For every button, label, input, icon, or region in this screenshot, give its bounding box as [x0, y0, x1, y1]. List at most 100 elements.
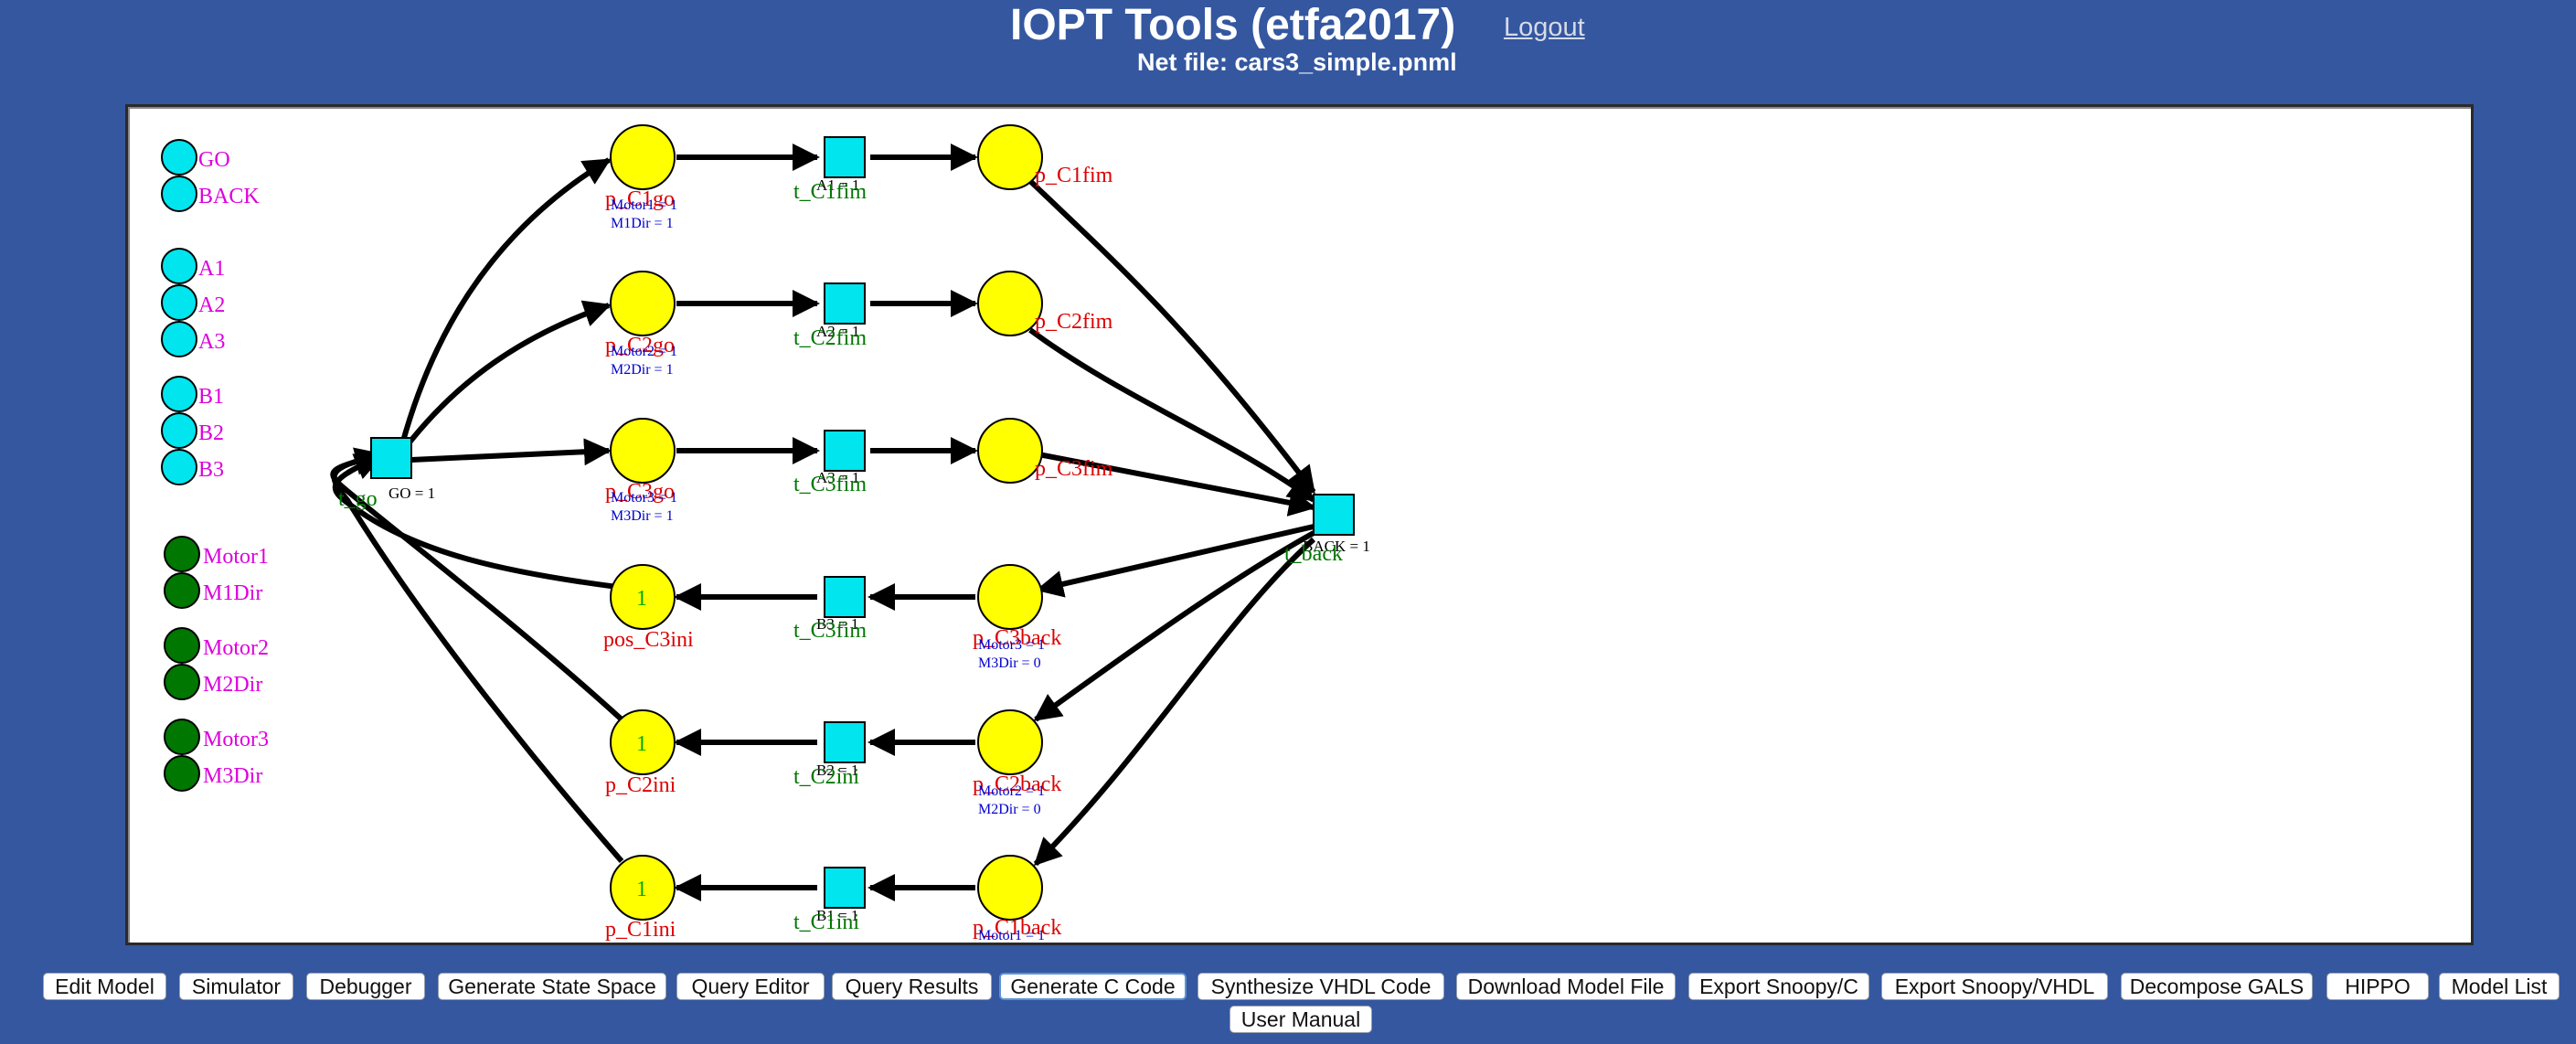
place-label: p_C3back: [973, 626, 1061, 650]
output-icon[interactable]: [164, 572, 200, 609]
place-p-c1fim[interactable]: p_C1fim: [977, 124, 1113, 190]
place-p-c2back[interactable]: p_C2back Motor2 = 1 M2Dir = 0: [973, 709, 1061, 817]
place-p-c1ini[interactable]: 1 p_C1ini: [605, 855, 676, 942]
output-icon[interactable]: [164, 536, 200, 572]
transition-label: t_go: [338, 487, 378, 511]
generate-state-space-button[interactable]: Generate State Space: [438, 973, 666, 1000]
place-action: Motor2 = 1: [611, 344, 677, 359]
transition-t-c1ini[interactable]: B1 = 1 t_C1ini: [793, 867, 866, 934]
query-results-button[interactable]: Query Results: [832, 973, 992, 1000]
place-action: M3Dir = 0: [978, 655, 1041, 671]
net-file-info: Net file: cars3_simple.pnml: [1137, 48, 1457, 77]
export-snoopy-vhdl-button[interactable]: Export Snoopy/VHDL: [1881, 973, 2108, 1000]
transition-t-back[interactable]: BACK = 1 t_back: [1284, 494, 1370, 566]
place-p-c3back[interactable]: p_C3back Motor3 = 1 M3Dir = 0: [973, 564, 1061, 671]
place-p-c1go[interactable]: p_C1go Motor1 = 1 M1Dir = 1: [605, 124, 677, 231]
place-p-c1back[interactable]: p_C1back Motor1 = 1: [973, 855, 1061, 943]
edit-model-button[interactable]: Edit Model: [43, 973, 166, 1000]
place-p-c2ini[interactable]: 1 p_C2ini: [605, 709, 676, 797]
arc: [1033, 537, 1316, 867]
signal-label: BACK: [198, 185, 260, 208]
signal-label: B1: [198, 385, 224, 409]
hippo-button[interactable]: HIPPO: [2326, 973, 2429, 1000]
debugger-button[interactable]: Debugger: [306, 973, 425, 1000]
transition-guard: B1 = 1: [816, 907, 858, 924]
arc: [1028, 179, 1316, 495]
place-label: p_C3fim: [1035, 457, 1113, 481]
output-icon[interactable]: [164, 664, 200, 700]
synthesize-vhdl-code-button[interactable]: Synthesize VHDL Code: [1198, 973, 1444, 1000]
output-signals: Motor1 M1Dir Motor2 M2Dir Motor3 M3Dir: [164, 536, 269, 792]
place-action: M2Dir = 1: [611, 362, 674, 378]
place-action: Motor1 = 1: [978, 928, 1045, 943]
signal-icon[interactable]: [161, 321, 197, 357]
transition-t-c3ini[interactable]: B3 = 1 t_C3fim: [793, 576, 867, 643]
transition-guard: B3 = 1: [816, 615, 858, 633]
query-editor-button[interactable]: Query Editor: [676, 973, 825, 1000]
signal-icon[interactable]: [161, 284, 197, 321]
simulator-button[interactable]: Simulator: [179, 973, 293, 1000]
header: IOPT Tools (etfa2017) Logout Net file: c…: [0, 0, 2576, 101]
place-p-c2fim[interactable]: p_C2fim: [977, 271, 1113, 336]
arc: [1036, 524, 1315, 598]
arc: [410, 438, 612, 466]
signal-icon[interactable]: [161, 248, 197, 284]
output-icon[interactable]: [164, 627, 200, 664]
transition-t-c3fim[interactable]: A3 = 1 t_C3fim: [793, 430, 867, 496]
generate-c-code-button[interactable]: Generate C Code: [999, 973, 1187, 1000]
transition-t-c1fim[interactable]: A1 = 1 t_C1fim: [793, 136, 867, 204]
place-label: p_C2fim: [1035, 310, 1113, 334]
place-action: M3Dir = 1: [611, 508, 674, 524]
place-pos-c3ini[interactable]: 1 pos_C3ini: [603, 564, 694, 652]
arc: [399, 157, 612, 445]
decompose-gals-button[interactable]: Decompose GALS: [2121, 973, 2313, 1000]
output-icon[interactable]: [164, 755, 200, 792]
place-label: p_C1fim: [1035, 164, 1113, 187]
place-p-c2go[interactable]: p_C2go Motor2 = 1 M2Dir = 1: [605, 271, 677, 378]
net-file-name: cars3_simple.pnml: [1234, 48, 1457, 76]
place-label: p_C2back: [973, 772, 1061, 796]
arc: [1028, 327, 1316, 503]
transition-guard: BACK = 1: [1303, 538, 1370, 555]
transition-t-c2ini[interactable]: B2 = 1 t_C2ini: [793, 721, 866, 789]
place-action: Motor3 = 1: [978, 637, 1045, 653]
logout-link[interactable]: Logout: [1504, 13, 1585, 42]
signal-label: B3: [198, 458, 224, 482]
place-action: Motor3 = 1: [611, 490, 677, 506]
signal-icon[interactable]: [161, 376, 197, 412]
signal-label: A3: [198, 330, 225, 354]
signal-label: A2: [198, 293, 225, 317]
signal-icon[interactable]: [161, 412, 197, 449]
output-label: Motor2: [203, 636, 269, 660]
place-label: p_C3go: [605, 480, 675, 504]
export-snoopy-c-button[interactable]: Export Snoopy/C: [1688, 973, 1869, 1000]
signal-icon[interactable]: [161, 176, 197, 212]
place-p-c3go[interactable]: p_C3go Motor3 = 1 M3Dir = 1: [605, 418, 677, 524]
place-label: p_C1go: [605, 187, 675, 211]
place-action: M1Dir = 1: [611, 216, 674, 231]
petri-net-canvas[interactable]: GO BACK A1 A2 A3 B1 B2 B3 Motor1 M1Dir M…: [125, 104, 2474, 945]
place-action: Motor2 = 1: [978, 783, 1045, 799]
signal-icon[interactable]: [161, 139, 197, 176]
signal-icon[interactable]: [161, 449, 197, 485]
place-p-c3fim[interactable]: p_C3fim: [977, 418, 1113, 484]
transition-t-c2fim[interactable]: A2 = 1 t_C2fim: [793, 282, 867, 350]
input-signals: GO BACK A1 A2 A3 B1 B2 B3: [161, 139, 260, 485]
transition-t-go[interactable]: GO = 1 t_go: [338, 437, 435, 511]
transition-label: t_C3fim: [793, 619, 867, 643]
arc: [1038, 452, 1316, 517]
output-icon[interactable]: [164, 719, 200, 755]
arc: [331, 447, 624, 863]
place-label: p_C1back: [973, 916, 1061, 940]
output-label: Motor1: [203, 545, 269, 569]
model-list-button[interactable]: Model List: [2439, 973, 2560, 1000]
transition-label: t_C2ini: [793, 765, 859, 789]
place-tokens: 1: [636, 878, 647, 901]
output-label: M2Dir: [203, 673, 262, 697]
place-tokens: 1: [636, 732, 647, 756]
transition-guard: A3 = 1: [816, 469, 859, 486]
page-title: IOPT Tools (etfa2017): [1010, 1, 1456, 49]
download-model-file-button[interactable]: Download Model File: [1456, 973, 1676, 1000]
transition-guard: A1 = 1: [816, 176, 859, 194]
user-manual-button[interactable]: User Manual: [1229, 1006, 1372, 1033]
